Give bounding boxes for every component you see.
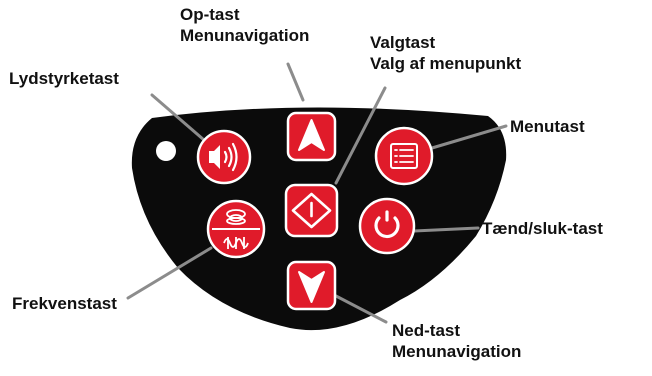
leader-line-power (412, 226, 480, 233)
leader-line-menu (430, 124, 508, 150)
menu-key-label-line1: Menutast (510, 117, 585, 136)
select-key-label-line2: Valg af menupunkt (370, 54, 522, 73)
down-button[interactable] (286, 260, 337, 311)
up-key-label-line1: Op-tast (180, 5, 240, 24)
volume-key-label: Lydstyrketast (9, 68, 119, 89)
frequency-key-label: Frekvenstast (12, 293, 117, 314)
speaker-icon (209, 142, 238, 172)
down-key-label-line1: Ned-tast (392, 321, 461, 340)
up-arrow-icon (298, 119, 325, 151)
frequency-icon (212, 209, 260, 249)
power-icon (374, 210, 400, 239)
select-button[interactable] (284, 183, 339, 238)
down-key-label: Ned-tast Menunavigation (392, 320, 521, 362)
power-button[interactable] (358, 197, 416, 255)
menu-key-label: Menutast (510, 116, 585, 137)
keypad-hole (156, 141, 176, 161)
frequency-key-label-line1: Frekvenstast (12, 294, 117, 313)
menu-button[interactable] (374, 126, 434, 186)
leader-line-down (334, 294, 388, 324)
frequency-button[interactable] (206, 199, 266, 259)
leader-line-up (286, 62, 305, 102)
down-key-label-line2: Menunavigation (392, 342, 522, 361)
select-key-label: Valgtast Valg af menupunkt (370, 32, 521, 74)
power-key-label: Tænd/sluk-tast (482, 218, 603, 239)
down-arrow-icon (298, 271, 325, 303)
volume-button[interactable] (196, 129, 252, 185)
volume-key-label-line1: Lydstyrketast (9, 69, 119, 88)
list-icon (390, 143, 418, 169)
select-key-label-line1: Valgtast (370, 33, 436, 52)
leader-line-volume (150, 93, 206, 142)
leader-line-select (334, 86, 387, 185)
up-button[interactable] (286, 111, 337, 162)
leader-line-frequency (126, 246, 213, 300)
select-diamond-icon (291, 192, 332, 229)
up-key-label-line2: Menunavigation (180, 26, 310, 45)
power-key-label-line1: Tænd/sluk-tast (482, 219, 603, 238)
up-key-label: Op-tast Menunavigation (180, 4, 309, 46)
